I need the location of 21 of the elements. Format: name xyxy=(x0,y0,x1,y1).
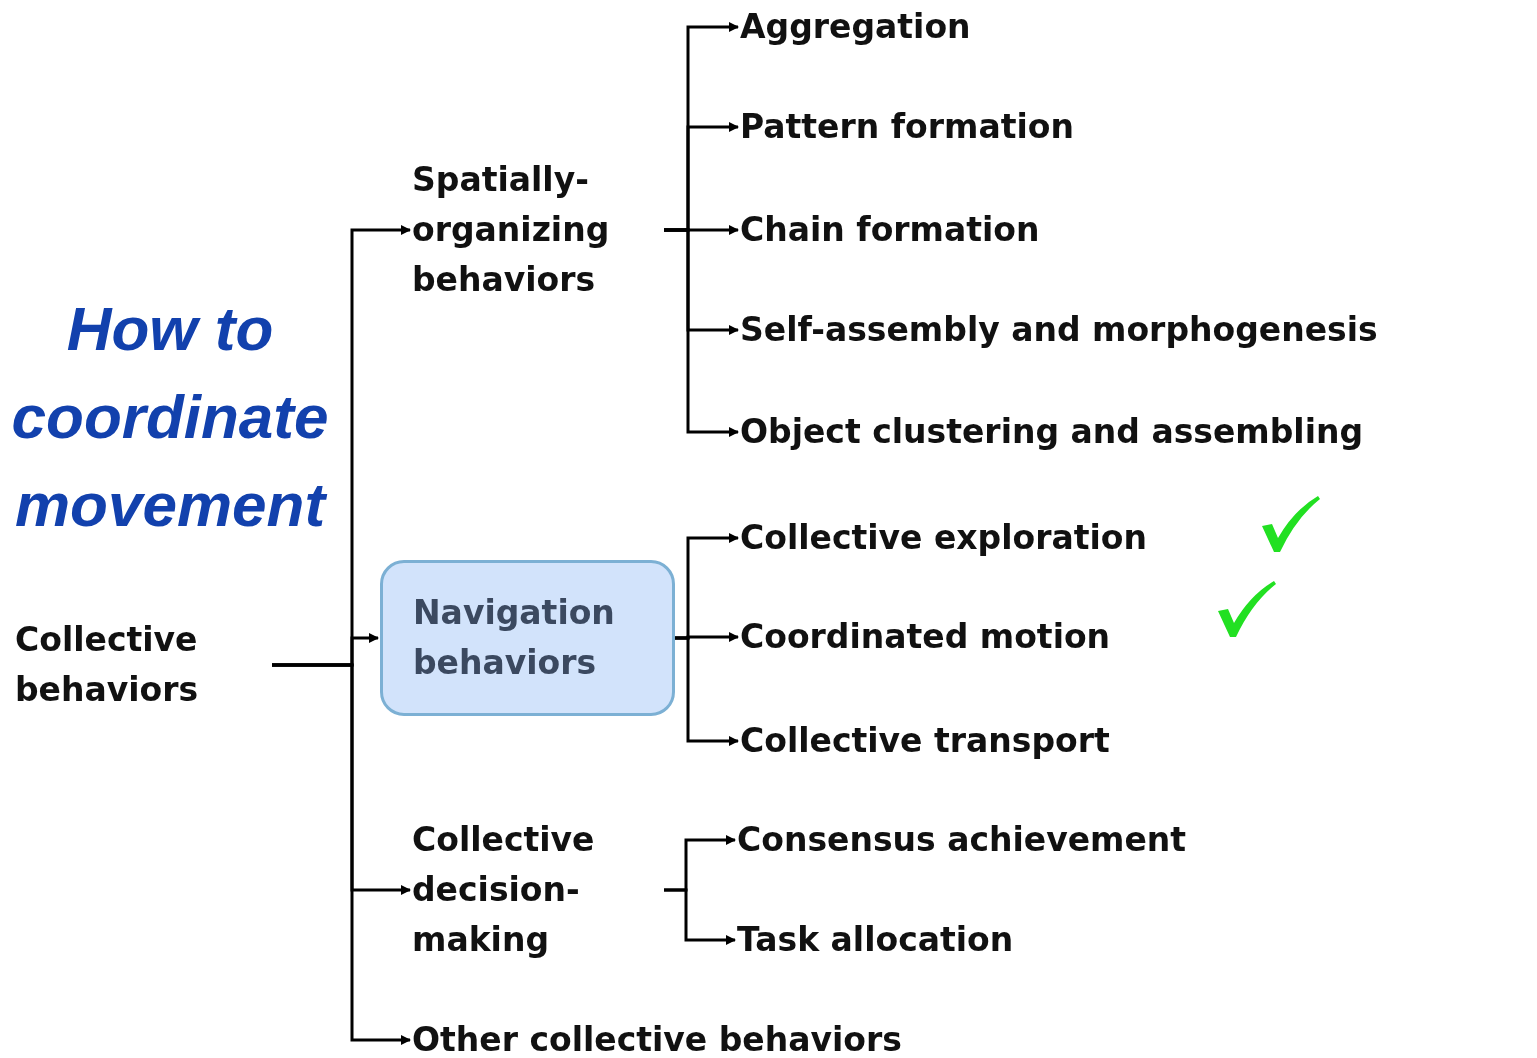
connector-arrow xyxy=(664,228,739,437)
node-label: Collective decision-making xyxy=(412,819,596,961)
node-label: Collective transport xyxy=(740,720,1110,762)
node-label: Consensus achievement xyxy=(737,819,1187,861)
node-label: Collective exploration xyxy=(740,517,1147,559)
node-label: Task allocation xyxy=(737,919,1014,961)
node-label: Self-assembly and morphogenesis xyxy=(740,309,1378,351)
node-label: Pattern formation xyxy=(740,106,1074,148)
connector-arrow xyxy=(675,636,739,746)
node-label: Chain formation xyxy=(740,209,1040,251)
node-label: Navigation behaviors xyxy=(413,592,616,684)
node-label: Coordinated motion xyxy=(740,616,1111,658)
node-label: Collective behaviors xyxy=(15,619,200,711)
connector-arrow xyxy=(664,888,736,945)
node-label: Object clustering and assembling xyxy=(740,411,1364,453)
highlighted-box xyxy=(380,560,675,716)
node-label: Spatially-organizing behaviors xyxy=(412,159,611,301)
handwritten-title: How to coordinate movement xyxy=(10,293,330,541)
node-label: Other collective behaviors xyxy=(412,1019,902,1058)
connector-arrow xyxy=(272,663,411,1045)
node-label: Aggregation xyxy=(740,6,971,48)
